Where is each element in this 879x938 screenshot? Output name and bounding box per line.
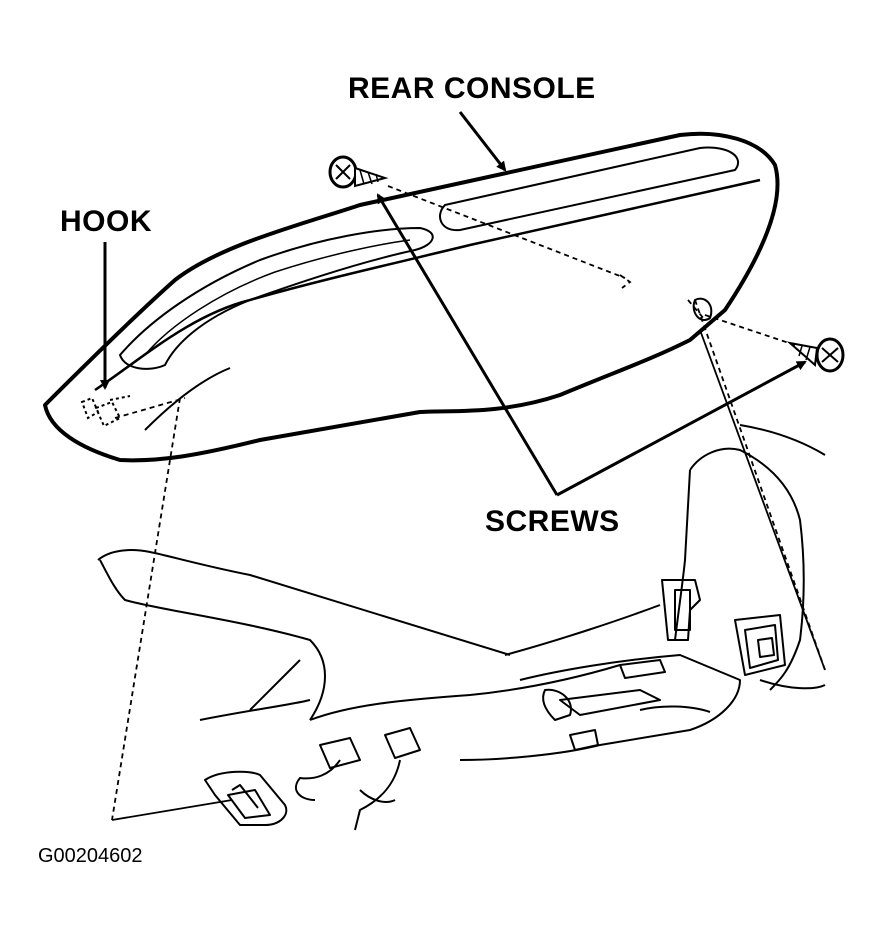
- rear-console-front-edge: [144, 367, 231, 431]
- rear-console-top-ridge: [94, 178, 761, 392]
- hook-label: HOOK: [60, 205, 152, 238]
- figure-code: G00204602: [38, 845, 143, 867]
- screws-label: SCREWS: [485, 505, 620, 538]
- screws-leader-arrow-lower: [556, 360, 807, 497]
- leader-lines: [111, 329, 826, 821]
- label-leaders: [100, 111, 807, 497]
- rear-console-left-recess-inner: [144, 239, 411, 356]
- screw-upper: [328, 155, 389, 189]
- rear-console-screw-hole-right: [692, 297, 713, 321]
- hook-indicator: [80, 395, 131, 428]
- screw-lower: [786, 337, 845, 373]
- rear-console-label: REAR CONSOLE: [348, 72, 596, 105]
- rear-console-right-recess: [439, 146, 740, 232]
- alignment-lines: [111, 185, 826, 821]
- rear-console-part: [43, 131, 780, 463]
- rear-console-left-recess: [119, 227, 434, 370]
- rear-console-outline: [43, 131, 780, 463]
- vehicle-floor-area: [97, 424, 826, 831]
- screws-leader-arrow-upper: [376, 193, 559, 496]
- rear-console-leader-arrow: [458, 111, 507, 172]
